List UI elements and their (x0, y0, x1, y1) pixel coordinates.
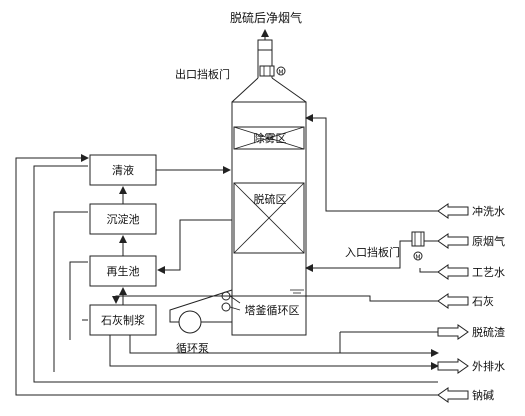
slag-label: 脱硫渣 (472, 325, 505, 339)
absorption-tower (231, 32, 307, 336)
inlet-damper-motor (413, 251, 423, 261)
motor-m-label: M (278, 69, 283, 76)
discharge-label: 外排水 (472, 359, 505, 373)
raw-flue-gas-label: 原烟气 (472, 234, 505, 248)
circulation-pump (178, 310, 202, 334)
demister-zone-label: 除雾区 (254, 131, 287, 145)
regeneration-label: 再生池 (107, 264, 140, 278)
outlet-damper-motor (276, 66, 286, 76)
outlet-stack (257, 39, 273, 51)
process-water-label: 工艺水 (472, 266, 505, 279)
outlet-damper-label: 出口挡板门 (175, 67, 230, 81)
right-stream-labels: 冲洗水 原烟气 工艺水 石灰 脱硫渣 外排水 钠碱 (437, 203, 505, 403)
inlet-damper-symbol (411, 231, 425, 247)
outlet-gas-label: 脱硫后净烟气 (230, 10, 302, 25)
outlet-damper-symbol (259, 65, 275, 77)
inlet-motor-m-label: M (415, 254, 420, 261)
circulation-zone-label: 塔釜循环区 (245, 303, 300, 317)
lime-label: 石灰 (472, 294, 494, 308)
inlet-damper-label: 入口挡板门 (345, 245, 400, 259)
lime-slurry-label: 石灰制浆 (101, 313, 145, 327)
clear-liquid-tank (89, 154, 157, 186)
agitator-motor-2 (221, 302, 231, 312)
wash-water-label: 冲洗水 (472, 204, 505, 218)
soda-label: 钠碱 (472, 388, 494, 402)
clear-liquid-label: 清液 (112, 163, 134, 177)
circulation-pump-label: 循环泵 (176, 342, 209, 355)
absorption-zone-label: 脱硫区 (254, 192, 287, 206)
settling-label: 沉淀池 (107, 212, 140, 226)
